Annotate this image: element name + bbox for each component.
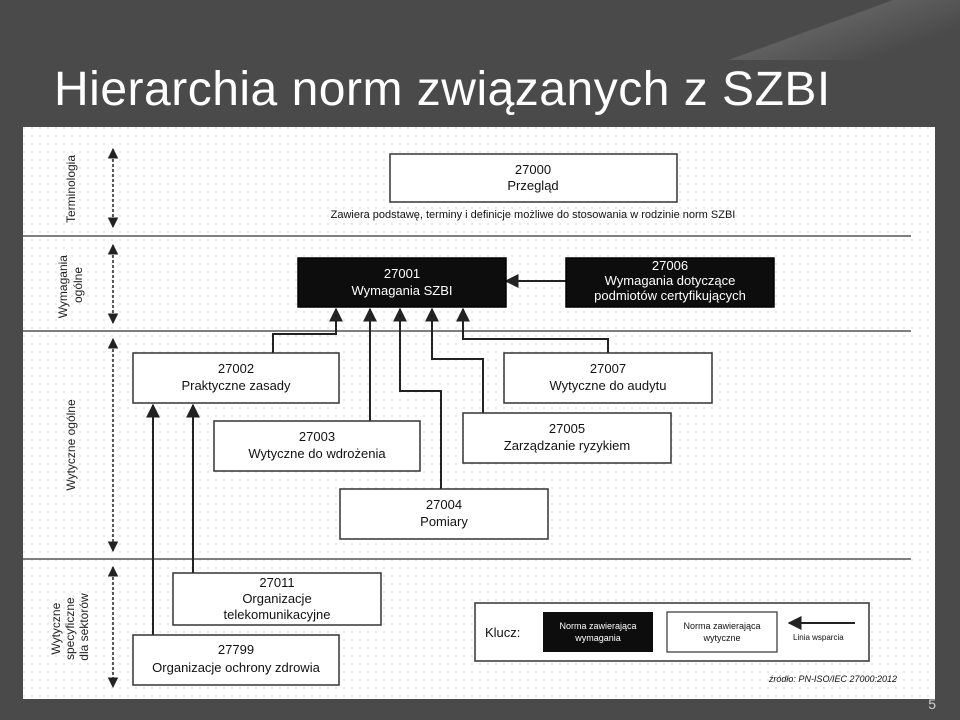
legend-guidelines-swatch [666,611,778,653]
node-27799: 27799 Organizacje ochrony zdrowia [132,634,340,686]
node-27006: 27006 Wymagania dotyczące podmiotów cert… [565,257,775,308]
node-27001-name: Wymagania SZBI [351,283,452,298]
node-27007: 27007 Wytyczne do audytu [503,352,713,404]
node-27002-box [132,352,340,404]
legend-title: Klucz: [485,625,520,640]
node-27000-note: Zawiera podstawę, terminy i definicje mo… [331,209,736,221]
row-label-sector-guidelines: Wytyczne specyficzne dla sektorów [49,593,91,661]
node-27007-name: Wytyczne do audytu [550,378,667,393]
node-27004-name: Pomiary [420,514,468,529]
legend-guidelines-line2: wytyczne [702,633,740,643]
legend-guidelines-line1: Norma zawierająca [683,621,760,631]
legend-requirements-line1: Norma zawierająca [559,621,636,631]
node-27004-box [339,488,549,540]
connector-27005-to-27001 [425,307,484,413]
row-dividers [23,235,911,560]
node-27011-box [172,572,382,626]
legend-requirements-line2: wymagania [574,633,621,643]
source-note: źródło: PN-ISO/IEC 27000:2012 [768,674,897,684]
node-27006-code: 27006 [652,258,688,273]
node-27000: 27000 Przegląd [389,153,678,203]
node-27003-name: Wytyczne do wdrożenia [248,446,386,461]
row-labels: Terminologia Wymagania ogólne Wytyczne o… [49,155,91,661]
slide-title: Hierarchia norm związanych z SZBI [54,63,831,116]
node-27011-code: 27011 [259,575,294,590]
legend: Klucz: Norma zawierająca wymagania Norma… [474,602,870,662]
node-27799-code: 27799 [218,642,254,657]
node-27000-code: 27000 [515,162,551,177]
node-27002: 27002 Praktyczne zasady [132,352,340,404]
iso-hierarchy-diagram: Terminologia Wymagania ogólne Wytyczne o… [23,127,935,699]
node-27011: 27011 Organizacje telekomunikacyjne [172,572,382,626]
page-number: 5 [928,696,936,712]
legend-support-line-label: Linia wsparcia [793,633,844,642]
node-27003-code: 27003 [299,429,335,444]
node-27003-box [213,420,421,472]
node-27001-box [297,257,507,308]
connector-27004-to-27001 [393,307,442,489]
node-27006-name-line2: podmiotów certyfikujących [594,288,746,303]
connector-27002-to-27001 [272,307,343,353]
node-27005: 27005 Zarządzanie ryzykiem [462,412,672,464]
node-27001-code: 27001 [384,266,420,281]
node-27011-name-line1: Organizacje [242,591,311,606]
legend-requirements-swatch [543,612,653,652]
row-label-general-guidelines: Wytyczne ogólne [64,399,78,491]
node-27002-name: Praktyczne zasady [181,378,291,393]
node-27000-name: Przegląd [507,178,558,193]
node-27011-name-line2: telekomunikacyjne [224,607,331,622]
node-27004-code: 27004 [426,497,462,512]
connectors [146,274,609,635]
node-27799-name: Organizacje ochrony zdrowia [152,660,320,675]
node-27007-code: 27007 [590,361,626,376]
node-27002-code: 27002 [218,361,254,376]
node-27006-name-line1: Wymagania dotyczące [605,273,736,288]
node-27005-box [462,412,672,464]
row-label-terminology: Terminologia [64,155,78,223]
decorative-corner-band [700,0,960,60]
row-label-general-requirements: Wymagania ogólne [56,252,85,319]
node-27005-code: 27005 [549,421,585,436]
node-27006-box [565,257,775,308]
node-27004: 27004 Pomiary [339,488,549,540]
node-27000-box [389,153,678,203]
node-27001: 27001 Wymagania SZBI [297,257,507,308]
node-27005-name: Zarządzanie ryzykiem [504,438,630,453]
node-27799-box [132,634,340,686]
connector-27007-to-27001 [456,307,609,353]
diagram-panel: Terminologia Wymagania ogólne Wytyczne o… [23,127,935,699]
node-27007-box [503,352,713,404]
node-27003: 27003 Wytyczne do wdrożenia [213,420,421,472]
nodes: 27000 Przegląd Zawiera podstawę, terminy… [132,153,775,686]
